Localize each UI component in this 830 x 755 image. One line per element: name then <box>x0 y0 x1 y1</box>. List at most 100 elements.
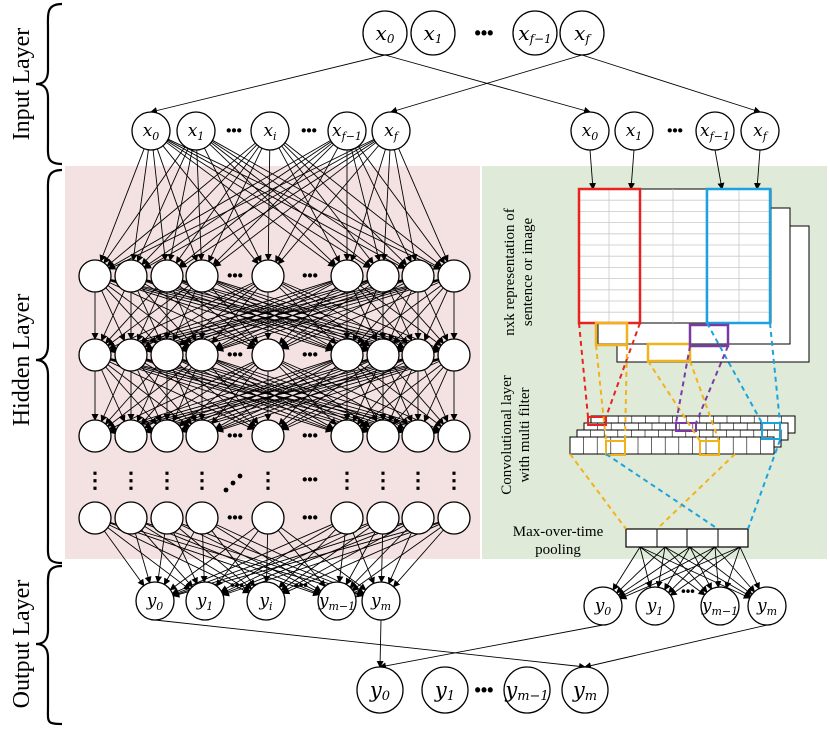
pool-output-edge <box>639 546 706 596</box>
hidden-node-r2-c1 <box>114 419 148 453</box>
dnn-output-edge <box>215 530 259 587</box>
dnn-hidden-edge <box>141 287 192 344</box>
dnn-output-edge <box>169 527 256 591</box>
top-input-node-2-circle <box>512 10 558 56</box>
dnn-hidden-edge <box>109 279 368 353</box>
dnn-output-node-4-circle <box>361 581 401 621</box>
hidden-node-r0-c3 <box>185 259 219 293</box>
vertical-ellipsis: ⋮ <box>372 468 394 493</box>
top-input-node-0: x0 <box>362 10 408 56</box>
cnn-output-node-0-subscript: 0 <box>604 605 611 618</box>
top-input-ellipsis: ••• <box>475 23 494 43</box>
dnn-input-edge <box>212 139 441 269</box>
dnn-input-node-3-label: xf−1 <box>332 121 362 143</box>
dnn-input-edge <box>108 138 375 270</box>
dnn-input-edge <box>141 144 258 266</box>
final-output-node-3-symbol: y <box>572 678 586 702</box>
cnn-input-ellipsis: ••• <box>667 123 683 140</box>
dnn-input-edge <box>209 143 337 266</box>
cnn-input-node-0-subscript: 0 <box>591 130 598 143</box>
top-input-node-0-circle <box>362 10 408 56</box>
final-output-node-3-circle <box>561 666 609 714</box>
yellow-projection <box>595 344 607 442</box>
cnn-output-node-1-symbol: y <box>646 596 657 616</box>
dnn-input-edge <box>357 146 446 264</box>
dnn-output-node-1-label: y1 <box>196 591 214 613</box>
yellow-filter-window <box>646 342 692 363</box>
dnn-input-edge <box>178 142 333 267</box>
dnn-input-node-3-symbol: x <box>332 121 342 141</box>
hidden-node-r1-c4 <box>251 338 285 372</box>
dnn-output-node-2-subscript: i <box>269 600 273 613</box>
dnn-hidden-edge <box>281 362 405 429</box>
dnn-output-node-1-subscript: 1 <box>206 600 213 613</box>
final-output-node-1-label: y1 <box>434 678 455 704</box>
pool-output-edge <box>667 546 716 594</box>
dnn-input-node-2-symbol: x <box>263 121 273 141</box>
hidden-node-r2-c3 <box>185 419 219 453</box>
cnn-output-node-2-symbol: y <box>701 596 712 616</box>
dnn-output-node-1-symbol: y <box>196 591 207 611</box>
dnn-output-edge <box>277 530 326 588</box>
dnn-input-edge <box>281 145 374 265</box>
dnn-input-edge <box>162 145 259 265</box>
output-layer-label: Output Layer <box>9 580 35 709</box>
dnn-input-node-3: xf−1 <box>327 111 367 151</box>
vertical-ellipsis: ⋮ <box>156 468 178 493</box>
final-output-node-3-label: ym <box>572 678 597 704</box>
cnn-input-node-0-label: x0 <box>582 121 599 143</box>
dnn-input-node-2-subscript: i <box>273 130 277 143</box>
representation-label-line1: nxk representation of <box>502 208 518 335</box>
hidden-ellipsis: ••• <box>302 347 318 364</box>
top-input-node-3: xf <box>559 10 605 56</box>
hidden-node-r3-c1 <box>114 501 148 535</box>
top-input-node-0-symbol: x <box>376 21 387 45</box>
hidden-node-r2-c4 <box>251 419 285 453</box>
top-input-node-3-subscript: f <box>584 32 592 46</box>
pool-output-edge <box>617 546 691 596</box>
final-output-node-0: y0 <box>356 666 404 714</box>
hidden-node-r0-c7 <box>401 259 435 293</box>
dnn-input-edge <box>143 141 332 268</box>
output-layer-brace <box>35 564 63 726</box>
dnn-output-node-2: yi <box>246 581 286 621</box>
dnn-input-node-4-label: xf <box>384 121 400 143</box>
hidden-node-r3-c7 <box>401 501 435 535</box>
dnn-hidden-edge <box>109 358 403 435</box>
dnn-input-ellipsis: ••• <box>226 123 242 140</box>
dnn-output-node-0-circle <box>135 581 175 621</box>
top-input-node-2-label: xf−1 <box>518 21 551 46</box>
vertical-ellipsis: ⋮ <box>257 468 279 493</box>
yellow-pool-projection <box>656 453 736 530</box>
cnn-to-final-arrow <box>379 624 604 670</box>
cnn-output-node-1: y1 <box>635 586 675 626</box>
final-output-node-2-circle <box>503 666 551 714</box>
final-output-node-0-subscript: 0 <box>382 689 390 704</box>
dnn-hidden-edge <box>108 361 254 430</box>
dnn-input-node-2: xi <box>250 111 290 151</box>
dnn-output-edge <box>144 525 251 592</box>
dnn-input-edge <box>99 148 145 263</box>
cnn-output-node-0-label: y0 <box>594 596 612 618</box>
dnn-output-edge <box>104 530 145 587</box>
hidden-node-r2-c6 <box>366 419 400 453</box>
dnn-output-edge <box>345 531 376 586</box>
hidden-node-r2-c5 <box>330 419 364 453</box>
dnn-hidden-edge <box>356 366 408 425</box>
cnn-input-node-1: x1 <box>614 111 654 151</box>
hidden-node-r3-c2 <box>150 501 184 535</box>
yellow-feature-cell <box>699 440 720 456</box>
hidden-ellipsis: ••• <box>302 510 318 527</box>
dnn-output-edge <box>351 526 442 591</box>
hidden-ellipsis: ••• <box>227 347 243 364</box>
cnn-input-node-3-label: xf <box>753 121 769 143</box>
top-input-node-1-symbol: x <box>424 21 435 45</box>
cnn-input-arrow <box>714 149 725 190</box>
dnn-output-edge <box>173 532 198 585</box>
hidden-node-r3-c0 <box>78 501 112 535</box>
dnn-input-edge <box>351 149 382 262</box>
dnn-output-edge <box>163 531 195 586</box>
cnn-input-node-2: xf−1 <box>695 111 735 151</box>
dnn-output-node-1-circle <box>185 581 225 621</box>
